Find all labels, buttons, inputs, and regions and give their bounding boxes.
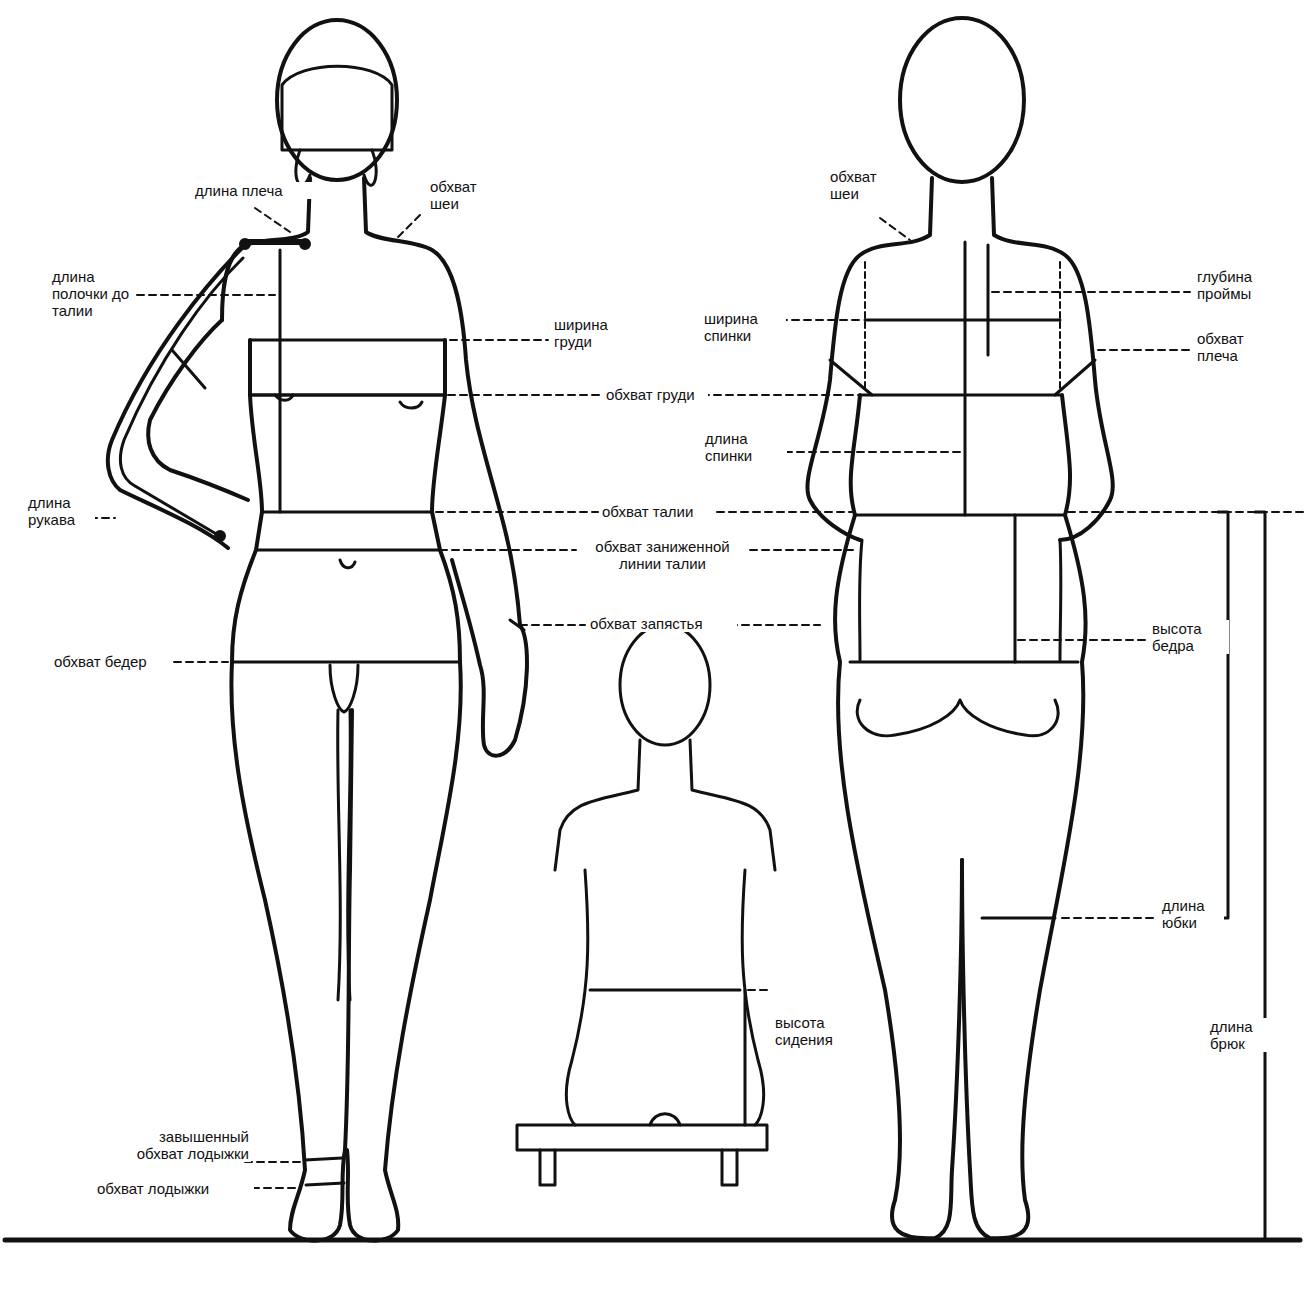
measurement-label: обхват плеча (1195, 330, 1269, 364)
measurement-label: ширина спинки (702, 310, 786, 344)
measurement-label: ширина груди (552, 316, 626, 350)
measurement-label: обхват шеи (828, 168, 892, 202)
measurement-label: обхват шеи (428, 178, 492, 212)
measurement-label: высота сидения (773, 1014, 852, 1048)
measurement-label: длина рукава (26, 494, 95, 528)
measurement-label: длина брюк (1208, 1018, 1272, 1052)
measurement-label: обхват заниженной линии талии (578, 538, 747, 572)
measurement-label: обхват запястья (588, 615, 737, 632)
measurement-label: высота бедра (1150, 620, 1229, 654)
measurement-label: глубина проймы (1195, 268, 1274, 302)
measurement-label: длина спинки (703, 430, 787, 464)
measurement-label: длина юбки (1160, 897, 1224, 931)
measurement-label: длина плеча (193, 182, 317, 199)
measurement-label: обхват лодыжки (95, 1180, 254, 1197)
measurement-label: обхват бедер (52, 653, 171, 670)
measurement-label: завышенный обхват лодыжки (112, 1128, 251, 1162)
measurement-label: обхват груди (604, 386, 708, 403)
measurement-label: обхват талии (600, 503, 714, 520)
measurement-label: длина полочки до талии (50, 268, 134, 319)
